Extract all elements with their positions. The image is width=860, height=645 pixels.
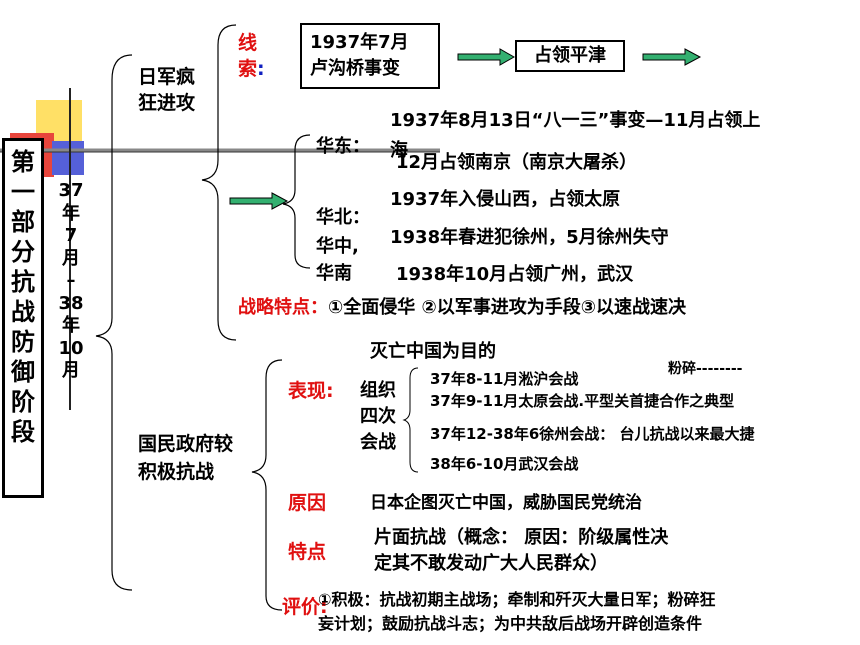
strategy-cont: 灭亡中国为目的 [370,341,496,362]
section-title-char: 阶 [11,388,35,416]
feature-line1: 片面抗战（概念： 原因：阶级属性决 [374,527,669,548]
org-label: 组织 四次 会战 [360,380,396,453]
arrow-icon-3 [229,192,289,210]
branch2-title: 国民政府较 积极抗战 [138,433,234,483]
section-title-char: 御 [11,358,35,386]
region-central-label: 华中, 华南 [316,236,359,284]
section-title-char: 防 [11,328,35,356]
section-title-char: 一 [11,178,35,206]
east-text-line2: 海 [390,140,408,161]
clue-label: 线 索: [238,32,265,80]
section-title-char: 分 [11,238,35,266]
east-text-line3: 12月占领南京（南京大屠杀） [396,152,638,173]
period-label: 37 年 7 月 – 38 年 10 月 [58,180,84,381]
reason-label: 原因 [288,492,327,514]
event-box-lugouqiao: 1937年7月 卢沟桥事变 [300,23,440,89]
central-text-1: 1938年春进犯徐州，5月徐州失守 [390,227,669,248]
branch1-title: 日军疯 狂进攻 [138,66,196,114]
performance-label: 表现: [288,380,334,402]
central-text-2: 1938年10月占领广州，武汉 [396,264,634,285]
smash-note: 粉碎-------- [668,361,743,377]
battle-3: 37年12-38年6徐州会战： 台儿抗战以来最大捷 [430,425,755,443]
arrow-icon-2 [642,48,702,66]
battle-4: 38年6-10月武汉会战 [430,455,579,473]
deco-square-blue [52,141,84,175]
north-text: 1937年入侵山西，占领太原 [390,189,621,210]
battle-2: 37年9-11月太原会战.平型关首捷合作之典型 [430,392,735,410]
reason-text: 日本企图灭亡中国，威胁国民党统治 [370,493,642,513]
section-title-char: 段 [11,418,35,446]
event-box-pingjin: 占领平津 [515,40,625,72]
evaluation-label: 评价: [282,596,328,618]
section-title-char: 抗 [11,268,35,296]
evaluation-line1: ①积极：抗战初期主战场；牵制和歼灭大量日军；粉碎狂 [318,590,716,609]
section-title-char: 战 [11,298,35,326]
region-east-label: 华东： [316,136,370,157]
feature-label: 特点 [288,541,327,563]
section-title-char: 第 [11,148,35,176]
section-title-box: 第 一 部 分 抗 战 防 御 阶 段 [2,138,44,498]
region-north-label: 华北： [316,207,370,228]
section-title-char: 部 [11,208,35,236]
arrow-icon-1 [457,48,516,66]
strategy-row: 战略特点：①全面侵华 ②以军事进攻为手段③以速战速决 [238,297,686,318]
battle-1: 37年8-11月淞沪会战 [430,370,579,388]
evaluation-line2: 妄计划；鼓励抗战斗志；为中共敌后战场开辟创造条件 [318,614,703,633]
east-text-line1: 1937年8月13日“八一三”事变—11月占领上 [390,110,761,131]
feature-line2: 定其不敢发动广大人民群众） [374,553,608,574]
